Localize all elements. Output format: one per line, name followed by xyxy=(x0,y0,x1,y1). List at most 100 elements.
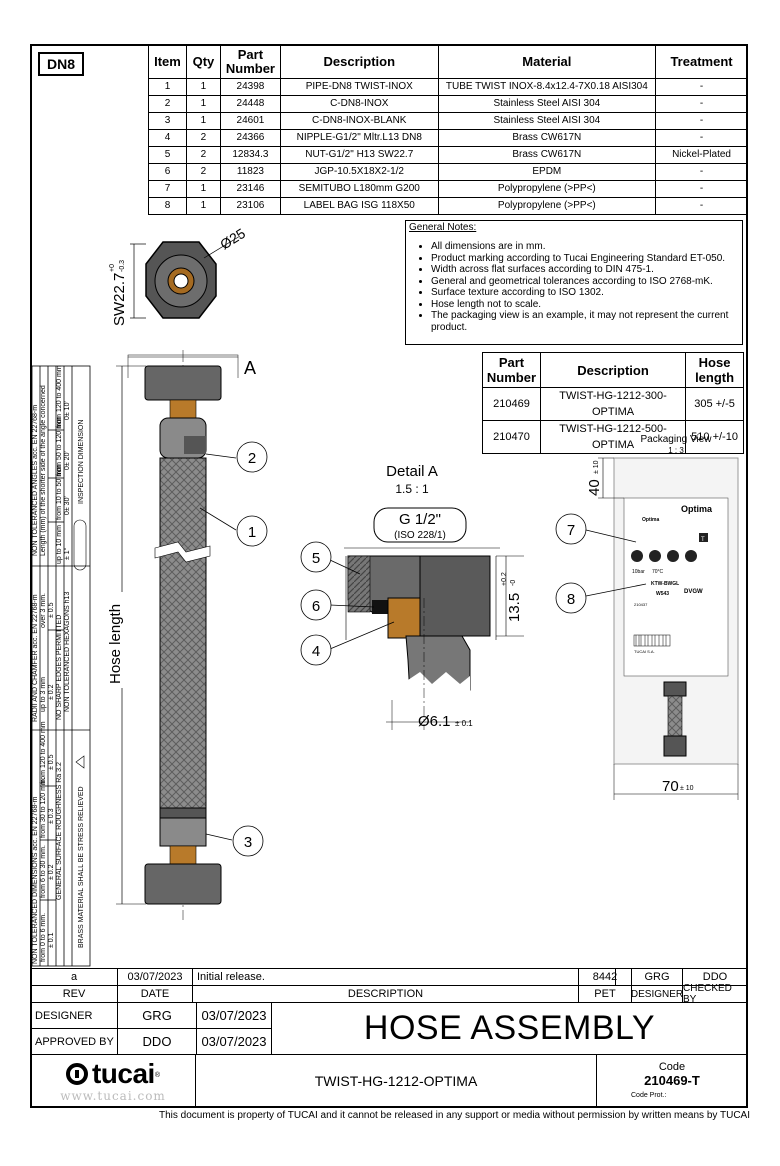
rev-header-desc: DESCRIPTION xyxy=(192,985,579,1003)
code-value: 210469-T xyxy=(644,1073,700,1088)
notes-list: All dimensions are in mm.Product marking… xyxy=(409,241,739,333)
balloon-7 xyxy=(555,513,587,545)
hose-cell-len: 510 +/-10 xyxy=(685,420,744,454)
sw-dimension: SW22.7 xyxy=(111,273,128,326)
logo-circle-icon xyxy=(65,1063,88,1085)
label-company: TUCAI S.A. xyxy=(634,649,655,654)
bom-cell-item: 8 xyxy=(148,197,187,215)
dim-13-5-tol-top: +0.2 xyxy=(501,572,508,586)
thread-label: G 1/2" xyxy=(399,511,441,528)
note-item: Width across flat surfaces according to … xyxy=(431,264,739,276)
notes-title: General Notes: xyxy=(409,222,477,233)
approved-value: DDO xyxy=(117,1028,197,1055)
website: www.tucai.com xyxy=(60,1088,166,1103)
dim-70-tol: ± 10 xyxy=(680,785,694,792)
designer-label: DESIGNER xyxy=(30,1002,118,1029)
drawing-title: HOSE ASSEMBLY xyxy=(271,1002,748,1055)
hose-length-table: Part Number Description Hose length 2104… xyxy=(482,352,744,454)
code-label: Code xyxy=(658,1061,686,1073)
bom-cell-material: Polypropylene (>PP<) xyxy=(437,197,657,215)
detail-a-section xyxy=(344,547,500,730)
company-logo: tucai ® xyxy=(65,1060,161,1089)
thread-standard: (ISO 228/1) xyxy=(394,530,446,541)
code-cell: Code 210469-T Code Prot.: xyxy=(596,1054,748,1108)
bom-table: Item Qty Part Number Description Materia… xyxy=(148,45,748,215)
bom-cell-item: 6 xyxy=(148,163,187,181)
balloon-5 xyxy=(300,541,332,573)
dim-40-tol: ± 10 xyxy=(593,460,600,474)
note-item: Hose length not to scale. xyxy=(431,299,739,311)
dim-6-1-tol: ± 0.1 xyxy=(455,719,473,728)
bom-header-treatment: Treatment xyxy=(655,45,748,79)
rev-header-designer: DESIGNER xyxy=(631,985,683,1003)
balloon-2 xyxy=(236,441,268,473)
company-logo-cell: tucai ® www.tucai.com xyxy=(30,1054,196,1108)
footer-disclaimer: This document is property of TUCAI and i… xyxy=(158,1110,750,1121)
bom-cell-treatment: - xyxy=(655,197,748,215)
balloon-3 xyxy=(232,825,264,857)
detail-title: Detail A xyxy=(386,463,438,480)
balloon-5-text: 5 xyxy=(312,550,320,567)
logo-registered: ® xyxy=(154,1071,161,1079)
general-notes: General Notes: All dimensions are in mm.… xyxy=(405,220,743,345)
balloon-2-text: 2 xyxy=(248,450,256,467)
note-item: General and geometrical tolerances accor… xyxy=(431,276,739,288)
note-item: Product marking according to Tucai Engin… xyxy=(431,253,739,265)
rev-header-rev: REV xyxy=(30,985,118,1003)
hose-side-view xyxy=(127,350,239,920)
dim-40: 40 xyxy=(586,479,603,496)
rev-value: a xyxy=(30,968,118,986)
rev-header-date: DATE xyxy=(117,985,193,1003)
designer-value: GRG xyxy=(117,1002,197,1029)
note-item: All dimensions are in mm. xyxy=(431,241,739,253)
sw-tol-bot: -0.3 xyxy=(119,260,126,272)
label-dvgw: DVGW xyxy=(684,589,703,595)
approved-date: 03/07/2023 xyxy=(196,1028,272,1055)
dn-label: DN8 xyxy=(38,52,84,76)
dim-70: 70 xyxy=(662,778,679,795)
label-brand: Optima xyxy=(681,504,713,514)
dim-13-5: 13.5 xyxy=(506,593,523,622)
packaging-title: Packaging View xyxy=(641,434,713,445)
label-code: 210437 xyxy=(634,602,648,607)
rev-pet: 8442 xyxy=(578,968,632,986)
model-name: TWIST-HG-1212-OPTIMA xyxy=(195,1054,597,1108)
rev-header-pet: PET xyxy=(578,985,632,1003)
balloon-4 xyxy=(300,634,332,666)
label-text: Optima xyxy=(642,517,659,523)
balloon-8-text: 8 xyxy=(567,591,575,608)
dia25-dimension: Ø25 xyxy=(217,225,248,253)
balloon-1-text: 1 xyxy=(248,524,256,541)
balloon-4-text: 4 xyxy=(312,643,320,660)
balloon-7-text: 7 xyxy=(567,522,575,539)
detail-scale: 1.5 : 1 xyxy=(395,482,429,496)
hex-nut-end-view xyxy=(130,235,241,319)
bom-header-part: Part Number xyxy=(219,45,281,79)
hose-header-len: Hose length xyxy=(685,352,744,388)
label-pressure: 10bar xyxy=(632,569,645,575)
rev-description: Initial release. xyxy=(192,968,616,986)
bom-header-row: Item Qty Part Number Description Materia… xyxy=(148,45,748,79)
note-item: The packaging view is an example, it may… xyxy=(431,310,739,333)
label-w: W543 xyxy=(656,591,669,597)
packaging-bag xyxy=(613,457,739,765)
rev-date: 03/07/2023 xyxy=(117,968,193,986)
bom-cell-part: 23106 xyxy=(219,197,281,215)
bom-header-material: Material xyxy=(437,45,657,79)
approved-label: APPROVED BY xyxy=(30,1028,118,1055)
balloon-1 xyxy=(236,515,268,547)
balloon-6-text: 6 xyxy=(312,598,320,615)
hose-header-part: Part Number xyxy=(482,352,541,388)
label-badge: T xyxy=(701,537,705,543)
packaging-scale: 1 : 3 xyxy=(668,446,684,455)
rev-designer: GRG xyxy=(631,968,683,986)
balloon-6 xyxy=(300,589,332,621)
